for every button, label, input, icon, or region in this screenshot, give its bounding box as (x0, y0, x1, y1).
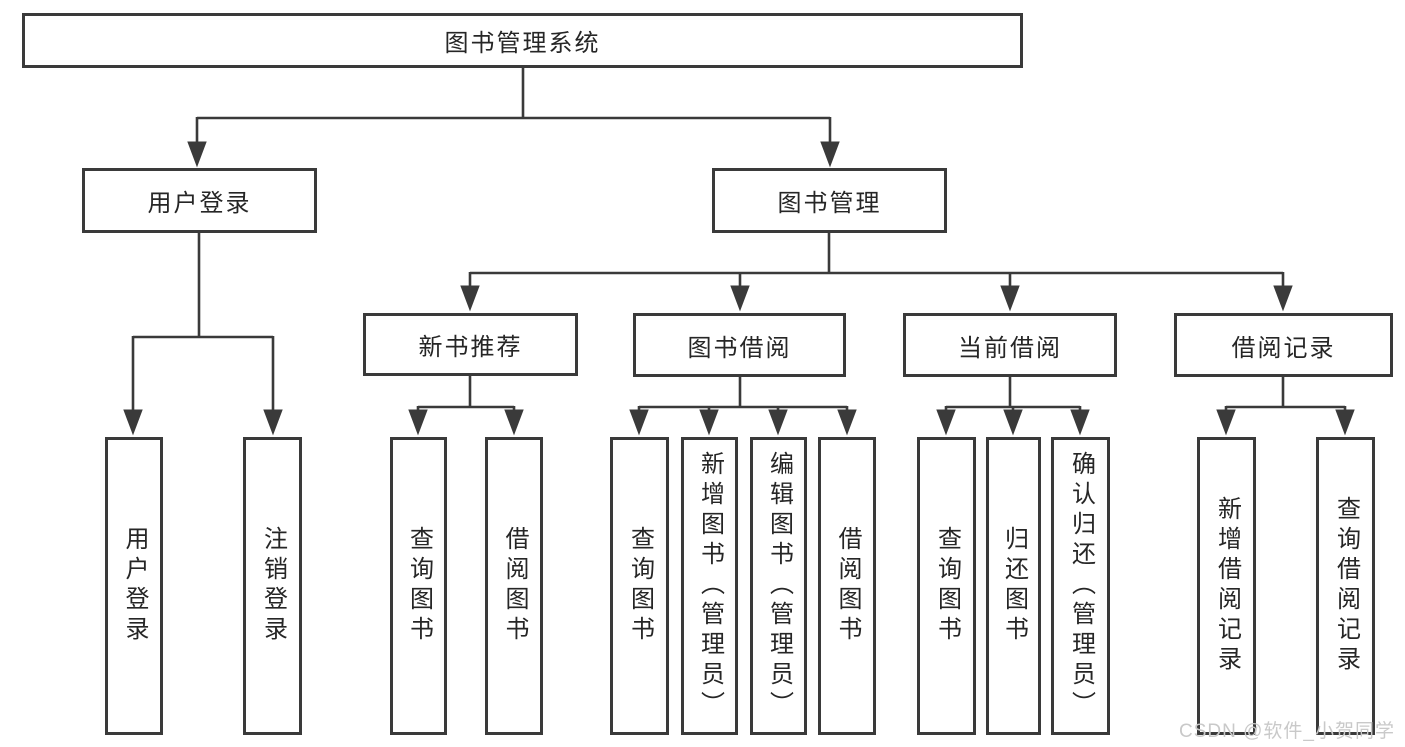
arrowhead (820, 141, 840, 168)
arrowhead (263, 409, 283, 436)
leaf-confirm-return-admin: 确认归还（管理员） (1051, 437, 1110, 735)
arrowhead (123, 409, 143, 436)
arrowhead (768, 409, 788, 436)
node-current-borrowing: 当前借阅 (903, 313, 1117, 377)
arrowhead (629, 409, 649, 436)
node-borrowing-records: 借阅记录 (1174, 313, 1393, 377)
arrowhead (1000, 285, 1020, 312)
leaf-label: 新增借阅记录 (1213, 496, 1241, 676)
node-root-library-system: 图书管理系统 (22, 13, 1023, 68)
leaf-return-books: 归还图书 (986, 437, 1041, 735)
arrowhead (1335, 409, 1355, 436)
arrowhead (1003, 409, 1023, 436)
leaf-label: 借阅图书 (834, 526, 861, 646)
leaf-current-query-books: 查询图书 (917, 437, 976, 735)
leaf-label: 用户登录 (121, 526, 148, 646)
leaf-edit-book-admin: 编辑图书（管理员） (750, 437, 807, 735)
leaf-query-borrow-record: 查询借阅记录 (1316, 437, 1375, 735)
node-new-book-recommend: 新书推荐 (363, 313, 578, 376)
connector-borrow-branch (639, 376, 847, 409)
node-book-management: 图书管理 (712, 168, 947, 233)
arrowhead (1273, 285, 1293, 312)
node-book-borrowing: 图书借阅 (633, 313, 846, 377)
arrowhead (504, 409, 524, 436)
leaf-label: 归还图书 (1000, 526, 1028, 646)
csdn-watermark: CSDN @软件_小贺同学 (1179, 721, 1395, 742)
leaf-recommend-borrow-books: 借阅图书 (485, 437, 543, 735)
leaf-label: 编辑图书（管理员） (765, 451, 793, 721)
leaf-label: 查询借阅记录 (1332, 496, 1360, 676)
leaf-label: 借阅图书 (501, 526, 528, 646)
leaf-label: 确认归还（管理员） (1067, 451, 1095, 721)
leaf-logout: 注销登录 (243, 437, 302, 735)
connector-current-branch (946, 376, 1080, 409)
arrowhead (460, 285, 480, 312)
arrowhead (1070, 409, 1090, 436)
leaf-label: 查询图书 (933, 526, 961, 646)
connector-recommend-branch (418, 376, 514, 409)
arrowhead (408, 409, 428, 436)
arrowhead (936, 409, 956, 436)
node-user-login: 用户登录 (82, 168, 317, 233)
leaf-borrowing-query-books: 查询图书 (610, 437, 669, 735)
arrowhead (730, 285, 750, 312)
leaf-user-login: 用户登录 (105, 437, 163, 735)
leaf-label: 查询图书 (626, 526, 654, 646)
arrowhead (699, 409, 719, 436)
arrowhead (187, 141, 207, 168)
leaf-recommend-query-books: 查询图书 (390, 437, 447, 735)
leaf-label: 新增图书（管理员） (696, 451, 724, 721)
connector-records-branch (1226, 376, 1345, 409)
leaf-borrowing-borrow-books: 借阅图书 (818, 437, 876, 735)
leaf-add-borrow-record: 新增借阅记录 (1197, 437, 1256, 735)
arrowhead (837, 409, 857, 436)
leaf-add-book-admin: 新增图书（管理员） (681, 437, 738, 735)
leaf-label: 查询图书 (405, 526, 433, 646)
arrowhead (1216, 409, 1236, 436)
leaf-label: 注销登录 (259, 526, 287, 646)
